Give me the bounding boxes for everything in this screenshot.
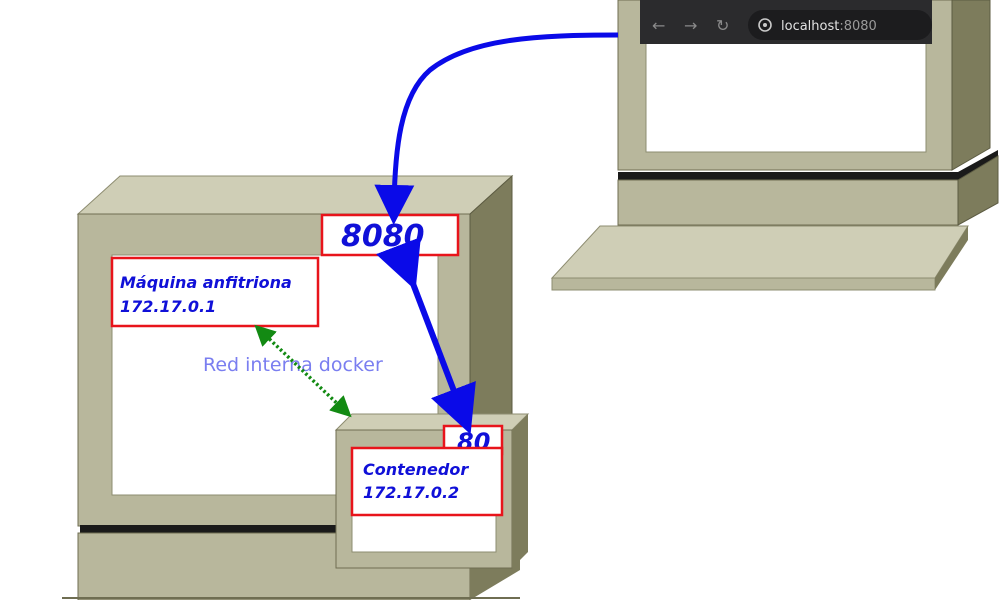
client-base-slot (618, 150, 998, 180)
host-port-text: 8080 (341, 219, 425, 254)
container-side (512, 414, 528, 568)
host-info-label: Máquina anfitriona 172.17.0.1 (110, 256, 320, 328)
container-info-box (350, 446, 504, 517)
host-base-slot (80, 525, 470, 533)
client-keyboard-top (550, 225, 969, 279)
host-info-box (110, 256, 320, 328)
svg-text:localhost:8080: localhost:8080 (781, 19, 877, 34)
browser-toolbar: ← → ↻ localhost:8080 (640, 0, 932, 44)
host-container-port-arrow (376, 237, 476, 435)
client-screen (645, 41, 927, 153)
url-host: localhost (781, 19, 839, 34)
url-port: :8080 (839, 19, 876, 34)
browser-to-host-arrow (374, 32, 619, 225)
reload-icon[interactable]: ↻ (716, 16, 729, 35)
back-arrow-icon[interactable]: ← (652, 16, 665, 35)
client-keyboard-side (935, 226, 968, 290)
host-port-label: 8080 (320, 213, 460, 257)
network-label: Red interna docker (203, 354, 383, 376)
container-title: Contenedor (363, 460, 469, 479)
container-ip: 172.17.0.2 (363, 483, 459, 502)
client-base-side (957, 155, 999, 226)
client-base-front (617, 179, 959, 226)
forward-arrow-icon[interactable]: → (684, 16, 697, 35)
site-info-icon[interactable] (758, 18, 772, 32)
client-monitor-side (951, 0, 991, 171)
url-field[interactable] (748, 10, 932, 40)
container-info-label: Contenedor 172.17.0.2 (350, 446, 504, 517)
client-keyboard-front (551, 277, 936, 291)
host-title: Máquina anfitriona (120, 273, 292, 292)
host-ip: 172.17.0.1 (120, 297, 216, 316)
host-monitor-top (76, 175, 514, 215)
docker-network-link (254, 324, 352, 418)
